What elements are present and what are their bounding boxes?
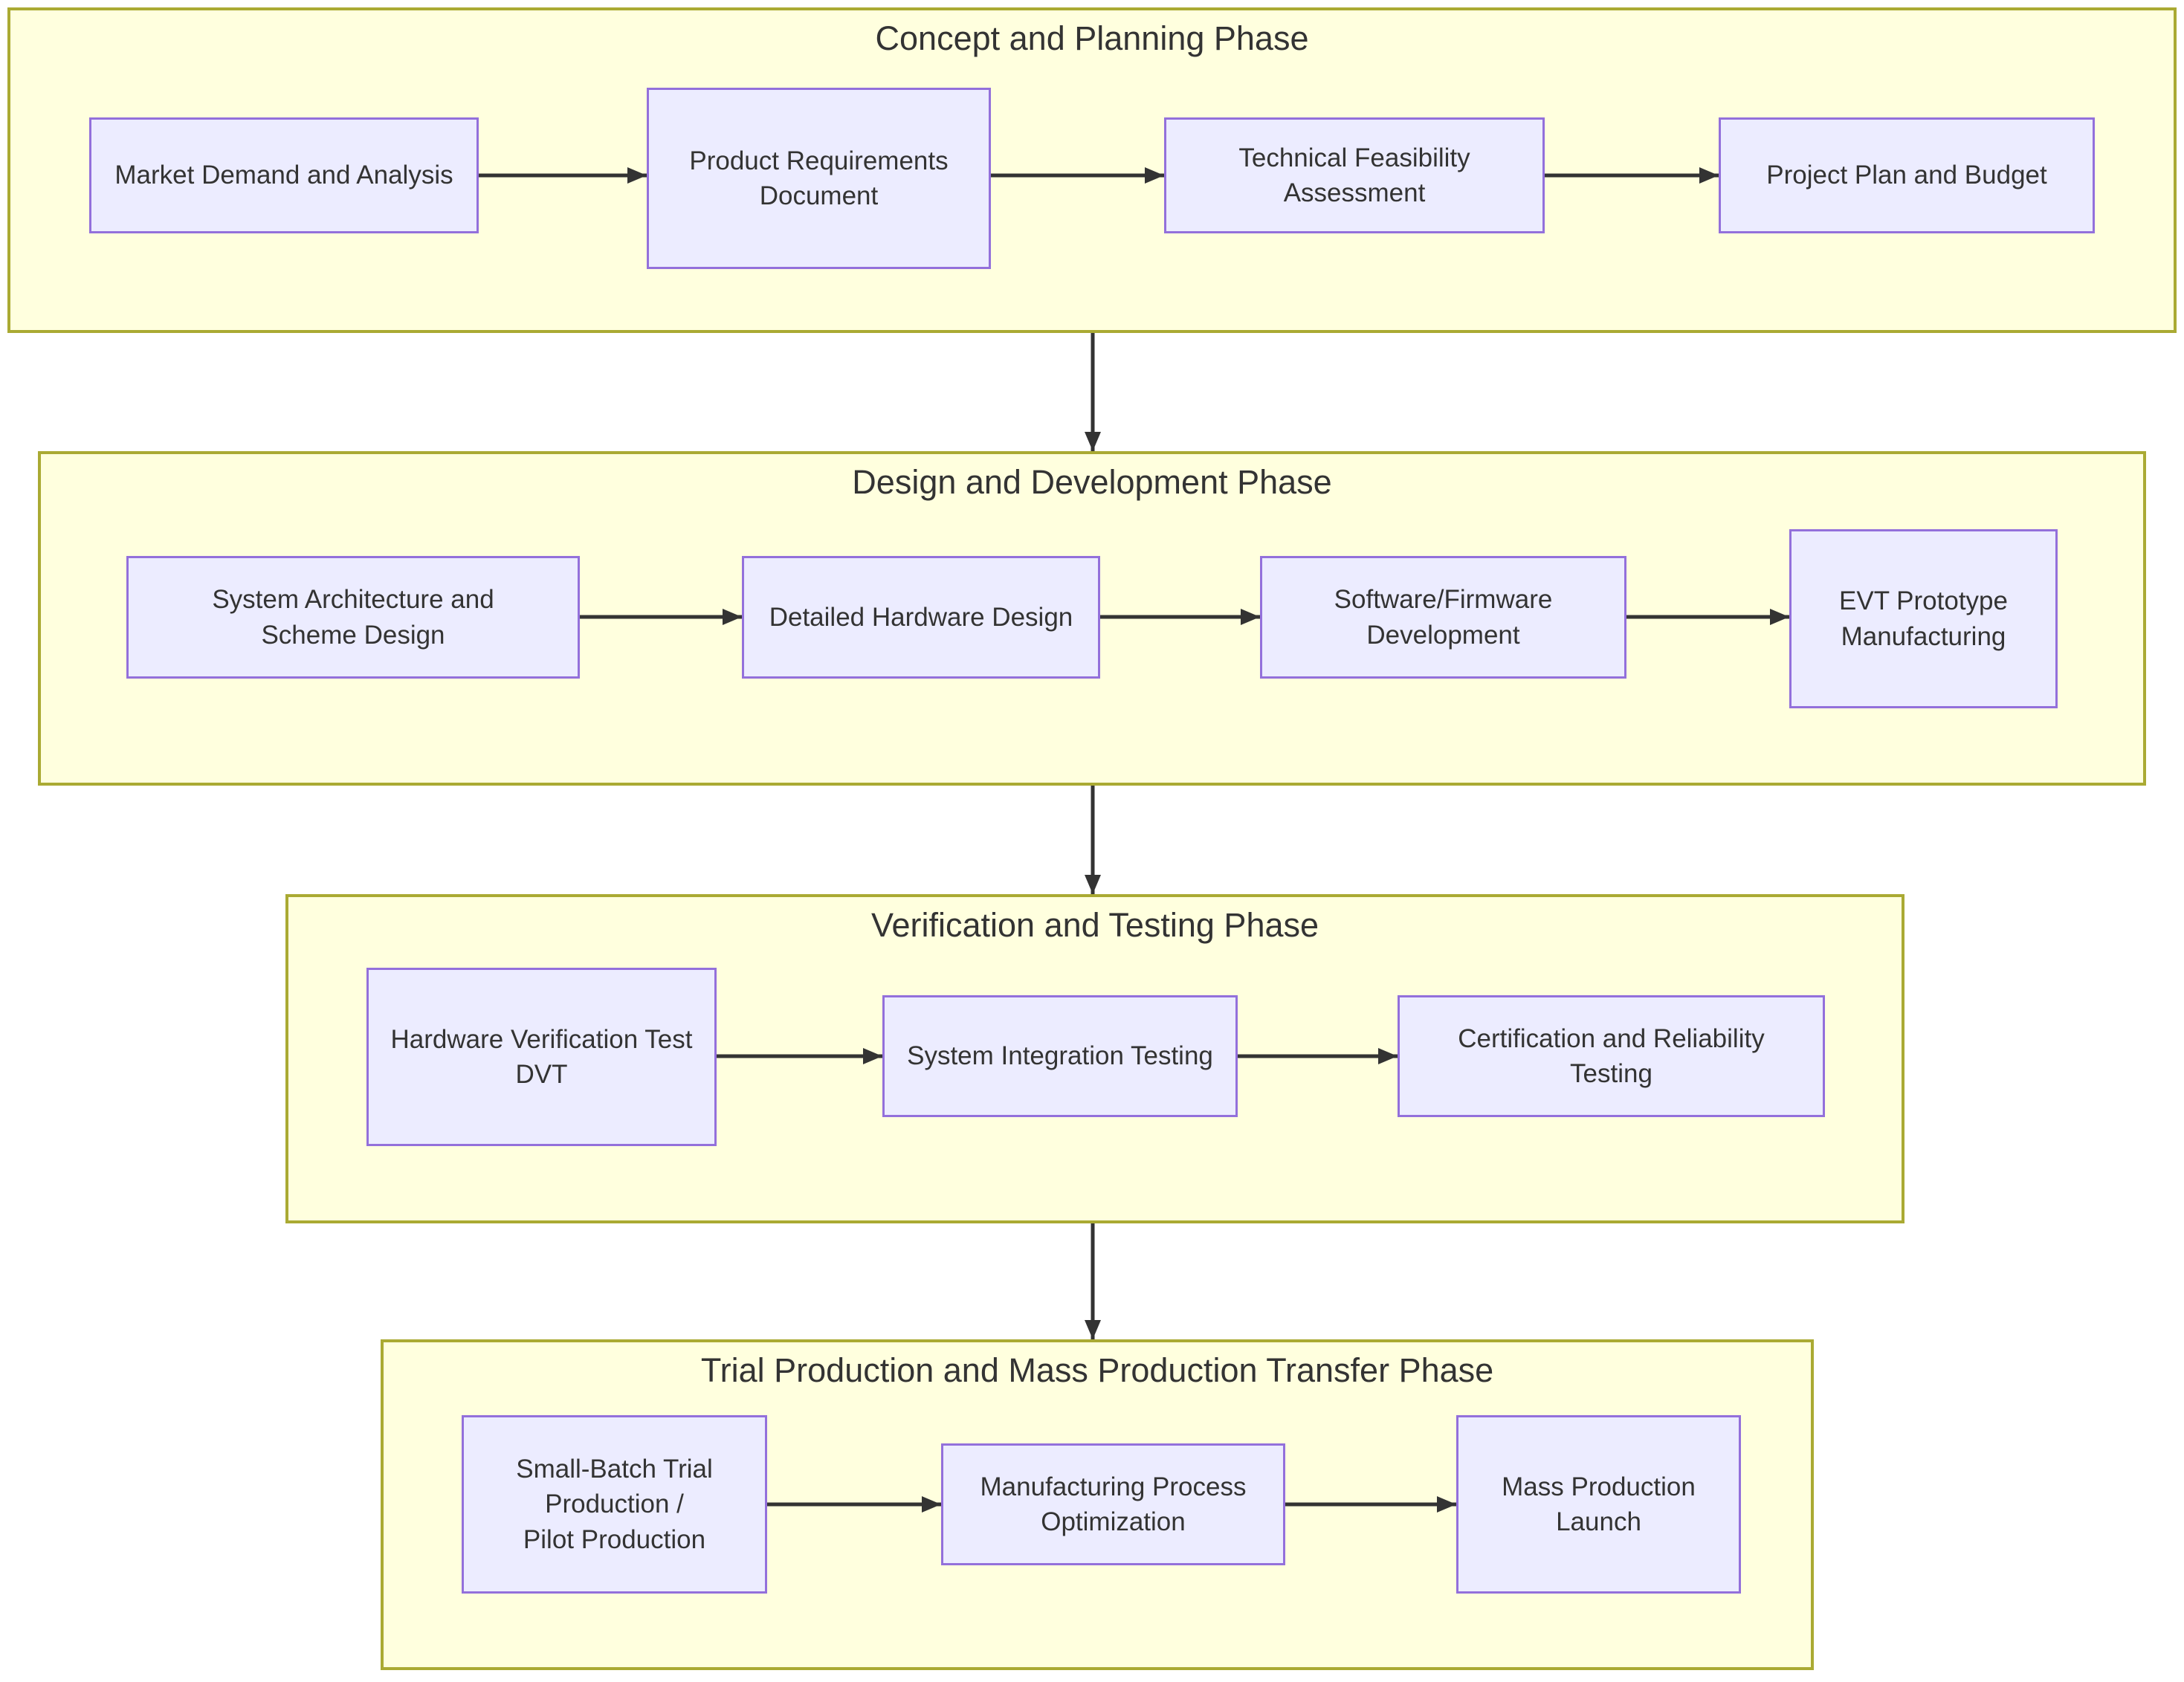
node-system-integration-testing: System Integration Testing (882, 995, 1238, 1117)
node-mass-production-launch: Mass Production Launch (1456, 1415, 1741, 1594)
node-project-plan-and-budget: Project Plan and Budget (1719, 117, 2095, 233)
node-technical-feasibility-assessment: Technical Feasibility Assessment (1164, 117, 1545, 233)
node-system-architecture-and-scheme-design: System Architecture and Scheme Design (126, 556, 580, 679)
node-detailed-hardware-design: Detailed Hardware Design (742, 556, 1100, 679)
node-evt-prototype-manufacturing: EVT Prototype Manufacturing (1789, 529, 2058, 708)
node-software-firmware-development: Software/Firmware Development (1260, 556, 1626, 679)
node-certification-and-reliability-testing: Certification and Reliability Testing (1398, 995, 1825, 1117)
node-hardware-verification-test-dvt: Hardware Verification Test DVT (366, 968, 717, 1146)
node-product-requirements-document: Product Requirements Document (647, 88, 991, 269)
node-small-batch-trial-pilot-production: Small-Batch Trial Production / Pilot Pro… (462, 1415, 767, 1594)
node-manufacturing-process-optimization: Manufacturing Process Optimization (941, 1443, 1285, 1565)
node-market-demand-and-analysis: Market Demand and Analysis (89, 117, 479, 233)
